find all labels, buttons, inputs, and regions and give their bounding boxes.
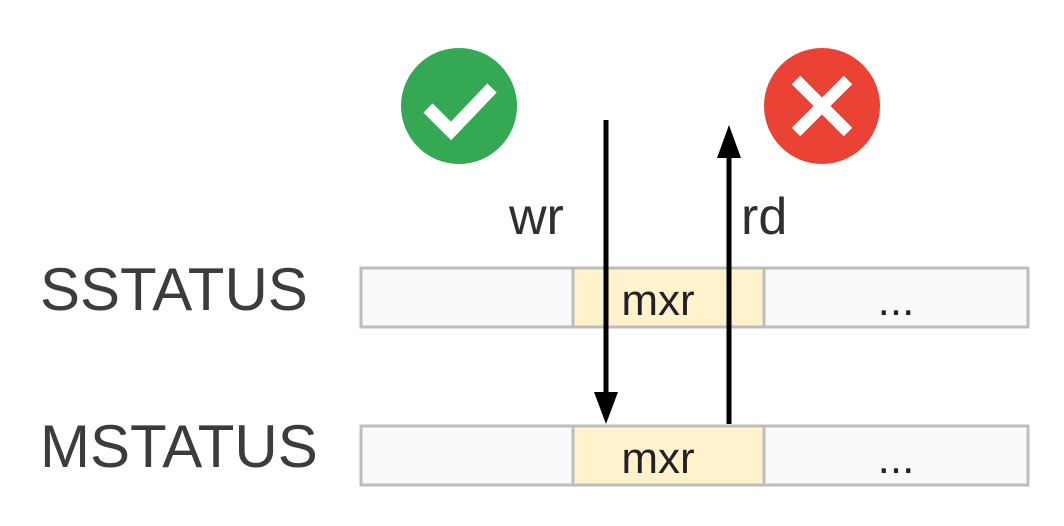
read-arrowhead: [717, 125, 741, 158]
sstatus-field-left: [359, 266, 575, 329]
check-icon-mark: [423, 83, 497, 141]
mstatus-ellipsis: ...: [878, 434, 915, 483]
read-arrow: [717, 125, 741, 424]
mstatus-field-rest: [762, 424, 1030, 487]
write-arrow: [594, 120, 618, 424]
write-arrow-label: wr: [508, 188, 564, 246]
cross-icon: [764, 48, 880, 164]
sstatus-ellipsis: ...: [878, 276, 915, 325]
sstatus-register: mxr ...: [359, 266, 1030, 329]
mstatus-field-left: [359, 424, 575, 487]
mstatus-register: mxr ...: [359, 424, 1030, 487]
register-label-mstatus: MSTATUS: [40, 413, 318, 480]
register-label-sstatus: SSTATUS: [40, 256, 308, 323]
check-icon: [401, 48, 517, 164]
mstatus-mxr-label: mxr: [621, 434, 694, 483]
sstatus-field-rest: [762, 266, 1030, 329]
cross-icon-mark: [791, 75, 853, 137]
mstatus-field-mxr: [571, 424, 766, 487]
write-arrowhead: [594, 392, 618, 424]
read-arrow-label: rd: [741, 188, 787, 246]
sstatus-mxr-label: mxr: [621, 276, 694, 325]
check-icon-circle: [401, 48, 517, 164]
